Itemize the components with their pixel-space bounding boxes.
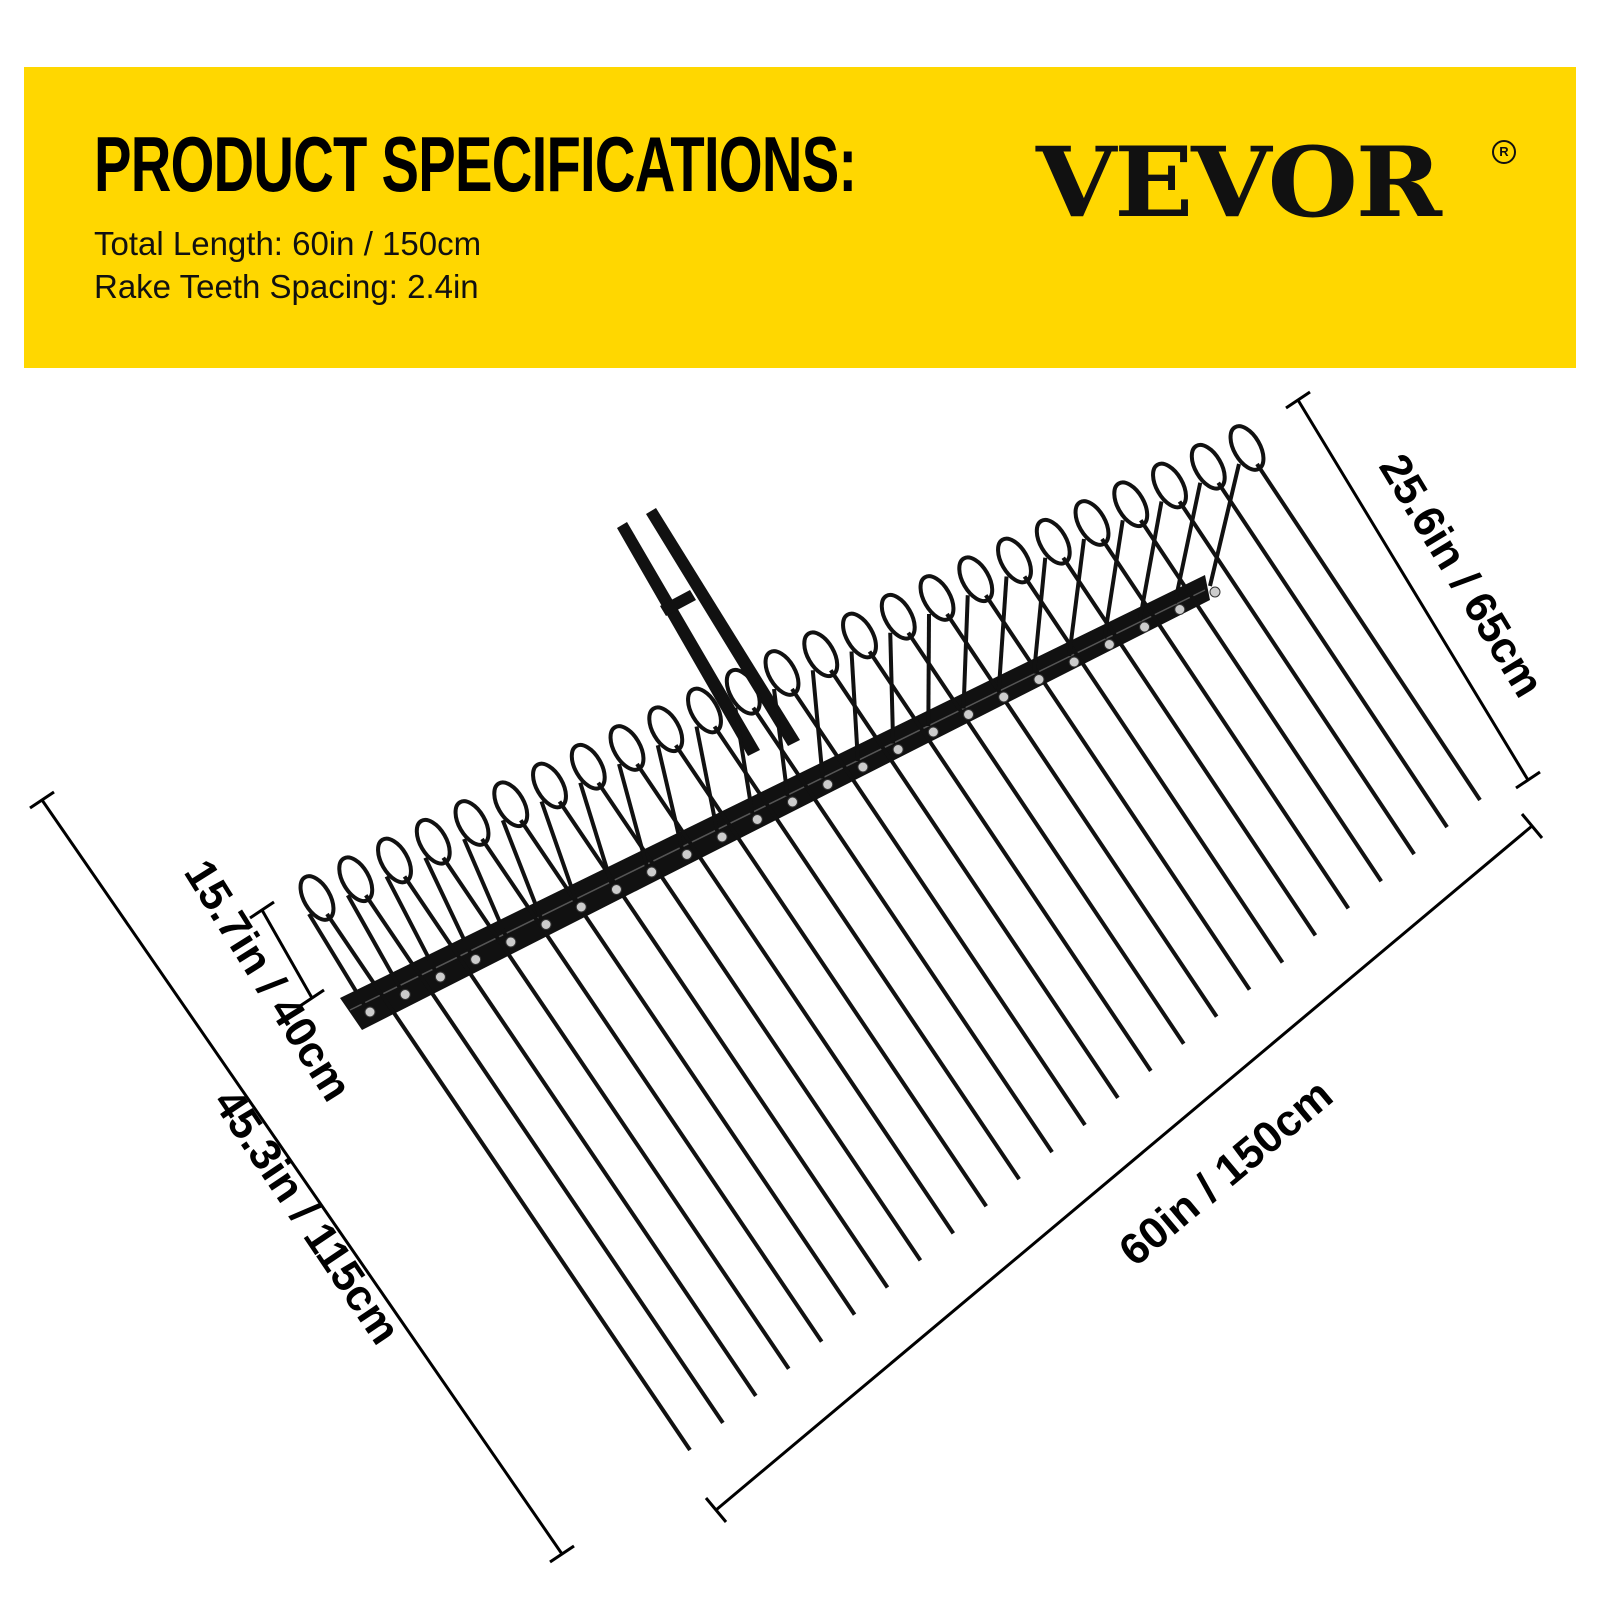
bolt-icon <box>646 866 658 878</box>
rake-tine <box>686 686 1021 1181</box>
bolt-icon <box>434 971 446 983</box>
bolt-icon <box>610 884 622 895</box>
dimension-width-label: 25.6in / 65cm <box>1369 446 1553 706</box>
rake-tines <box>298 424 1482 1452</box>
rake-tine <box>996 536 1285 964</box>
bolt-icon <box>540 919 552 930</box>
dimension-width <box>1285 390 1541 790</box>
rake-tine <box>763 649 1087 1127</box>
bolt-icon <box>963 709 975 720</box>
bolt-icon <box>575 901 587 913</box>
rake-tine <box>453 799 824 1343</box>
bolt-icon <box>927 726 939 738</box>
bolt-icon <box>857 761 869 773</box>
hitch-arms <box>617 508 800 756</box>
rake-tine <box>569 742 923 1262</box>
spec-teeth-spacing: Rake Teeth Spacing: 2.4in <box>94 268 479 305</box>
bolt-icon <box>1068 656 1080 668</box>
bolt-icon <box>1103 639 1115 650</box>
bolt-icon <box>1139 621 1151 633</box>
rake-tine <box>376 836 758 1397</box>
dimension-tine-length <box>249 900 325 1008</box>
dimension-length <box>704 813 1544 1523</box>
tool-bar <box>340 575 1210 1030</box>
page-title: PRODUCT SPECIFICATIONS: <box>94 120 857 208</box>
spec-total-length: Total Length: 60in / 150cm <box>94 225 482 262</box>
rake-tine <box>492 780 857 1316</box>
bolt-icon <box>822 779 834 790</box>
rake-tine <box>957 555 1252 991</box>
rake-tine <box>298 874 692 1452</box>
bolt-icon <box>1174 604 1186 615</box>
dimension-depth <box>29 790 575 1564</box>
dimension-depth-label: 45.3in / 115cm <box>204 1080 410 1353</box>
dimension-tine-length-label: 15.7in / 40cm <box>175 851 362 1109</box>
bolt-icon <box>1033 674 1045 685</box>
rake-tine <box>1137 461 1416 856</box>
rake-tine <box>647 705 988 1208</box>
bolt-icon <box>470 954 482 965</box>
rake-tine <box>414 817 791 1370</box>
bolt-icon <box>399 989 411 1000</box>
bolt-icon <box>681 849 693 860</box>
spec-banner: PRODUCT SPECIFICATIONS: Total Length: 60… <box>24 67 1576 368</box>
bolt-icon <box>716 831 728 843</box>
rake-tine <box>1172 442 1449 829</box>
rake-tine <box>724 667 1054 1154</box>
rake-tine <box>802 630 1120 1100</box>
rake-tine <box>608 724 955 1235</box>
brand-logo: VEVOR <box>1036 126 1442 239</box>
bolt-icon <box>892 744 904 755</box>
bolt-icon <box>787 796 798 808</box>
bolt-icon <box>998 691 1010 703</box>
bolt-icon <box>1209 586 1221 598</box>
bolt-icon <box>751 814 763 825</box>
registered-trademark-icon: R <box>1492 140 1516 164</box>
rake-tine <box>337 855 725 1425</box>
rake-tine <box>918 574 1219 1018</box>
dimension-length-label: 60in / 150cm <box>1110 1070 1342 1276</box>
rake-tine <box>1208 424 1482 802</box>
rake-tine <box>531 761 890 1289</box>
bolt-icon <box>364 1006 376 1018</box>
bolt-icon <box>505 936 517 948</box>
rake-tine <box>879 592 1186 1045</box>
rake-tine <box>841 611 1153 1072</box>
